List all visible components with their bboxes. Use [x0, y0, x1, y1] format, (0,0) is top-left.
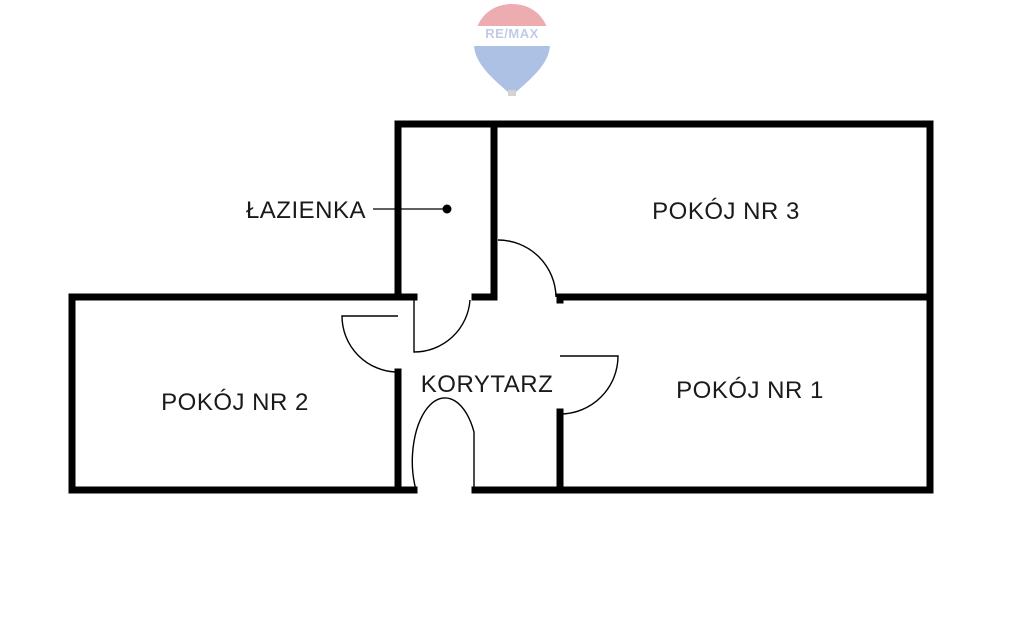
- logo-text: RE/MAX: [485, 26, 539, 41]
- bathroom-door: [413, 299, 471, 353]
- room1-door: [559, 355, 619, 415]
- bathroom-label: ŁAZIENKA: [246, 197, 366, 224]
- room3-label: POKÓJ NR 3: [652, 198, 800, 225]
- logo-white-band: [474, 26, 550, 46]
- logo-basket: [508, 90, 516, 96]
- room2-label: POKÓJ NR 2: [161, 389, 309, 416]
- logo-red-band: [474, 4, 550, 26]
- doors: [341, 239, 619, 491]
- room3-door: [497, 239, 557, 298]
- room1-label: POKÓJ NR 1: [676, 377, 824, 404]
- walls: [68, 120, 934, 494]
- bathroom-pointer: [373, 204, 452, 214]
- room2-door: [341, 315, 399, 373]
- pointer-dot: [442, 204, 452, 214]
- entrance-door: [411, 397, 475, 491]
- corridor-label: KORYTARZ: [421, 371, 553, 398]
- remax-balloon-logo: RE/MAX: [474, 4, 550, 96]
- logo-blue-band: [474, 46, 550, 96]
